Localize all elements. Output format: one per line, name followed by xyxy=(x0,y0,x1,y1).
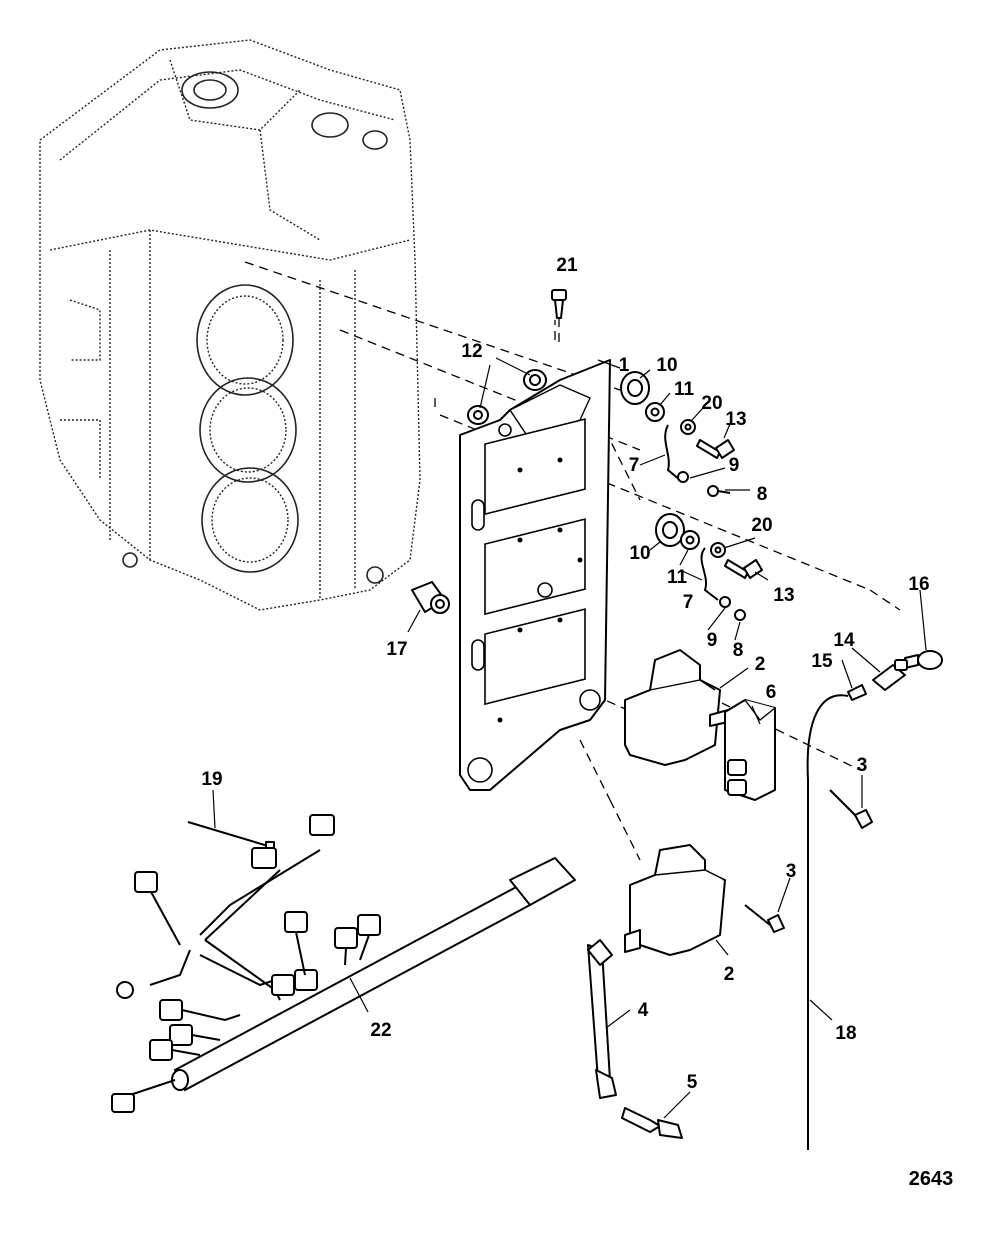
callout-10-upper: 10 xyxy=(656,355,677,376)
callout-12: 12 xyxy=(461,341,482,362)
washer-part-20 xyxy=(680,419,726,558)
leader-lines xyxy=(212,357,927,1119)
callout-22: 22 xyxy=(370,1020,391,1041)
callout-8-upper: 8 xyxy=(757,484,768,505)
fitting-part-15 xyxy=(847,684,867,701)
sensor-part-17 xyxy=(411,581,450,614)
mounting-plate xyxy=(459,359,611,791)
bolt-part-8 xyxy=(707,485,746,621)
grommet-part-10 xyxy=(620,371,685,547)
engine-block xyxy=(39,39,421,611)
callout-9-upper: 9 xyxy=(729,455,740,476)
callout-2-lower: 2 xyxy=(724,964,735,985)
callout-11-upper: 11 xyxy=(674,379,695,400)
callout-21: 21 xyxy=(556,255,578,276)
ignition-coil-part-2 xyxy=(624,649,729,766)
callout-19: 19 xyxy=(201,769,222,790)
callout-labels: 21 1 12 10 11 20 13 7 9 8 20 10 11 13 7 … xyxy=(201,255,929,1093)
grommet-part-12 xyxy=(467,369,547,425)
bolt-part-13 xyxy=(696,439,763,579)
callout-3-lower: 3 xyxy=(786,861,797,882)
callout-20-lower: 20 xyxy=(751,515,772,536)
fitting-part-14 xyxy=(872,659,908,691)
callout-11-lower: 11 xyxy=(667,567,688,588)
spark-plug-lead-part-4 xyxy=(587,939,617,1099)
washer-part-9 xyxy=(677,471,731,608)
spark-plug-part-5 xyxy=(621,1107,683,1139)
callout-16: 16 xyxy=(908,574,929,595)
clamp-part-16 xyxy=(904,650,943,670)
ignition-coil-part-2-lower xyxy=(624,844,726,956)
callout-20-upper: 20 xyxy=(701,393,722,414)
callout-1: 1 xyxy=(619,355,630,376)
callout-4: 4 xyxy=(638,1000,649,1021)
wiring-harness-part-22 xyxy=(111,814,576,1113)
callout-7-lower: 7 xyxy=(683,592,694,613)
callout-18: 18 xyxy=(835,1023,856,1044)
washer-part-11 xyxy=(645,402,700,550)
callout-2-upper: 2 xyxy=(755,654,766,675)
bolt-part-3 xyxy=(744,789,873,933)
screw-part-21 xyxy=(551,289,567,345)
callout-15: 15 xyxy=(811,651,833,672)
callout-8-lower: 8 xyxy=(733,640,744,661)
cable-tie-part-19 xyxy=(187,821,275,850)
module-part-6 xyxy=(724,699,776,801)
callout-3-upper: 3 xyxy=(857,755,868,776)
callout-6: 6 xyxy=(766,682,777,703)
callout-17: 17 xyxy=(386,639,407,660)
callout-13-upper: 13 xyxy=(725,409,746,430)
callout-13-lower: 13 xyxy=(773,585,794,606)
callout-10-lower: 10 xyxy=(629,543,650,564)
callout-5: 5 xyxy=(687,1072,698,1093)
callout-9-lower: 9 xyxy=(707,630,718,651)
figure-number: 2643 xyxy=(909,1168,954,1190)
callout-7-upper: 7 xyxy=(629,455,640,476)
tube-part-18 xyxy=(806,694,849,1150)
ground-strap-part-7 xyxy=(664,424,719,601)
callout-14: 14 xyxy=(833,630,855,651)
